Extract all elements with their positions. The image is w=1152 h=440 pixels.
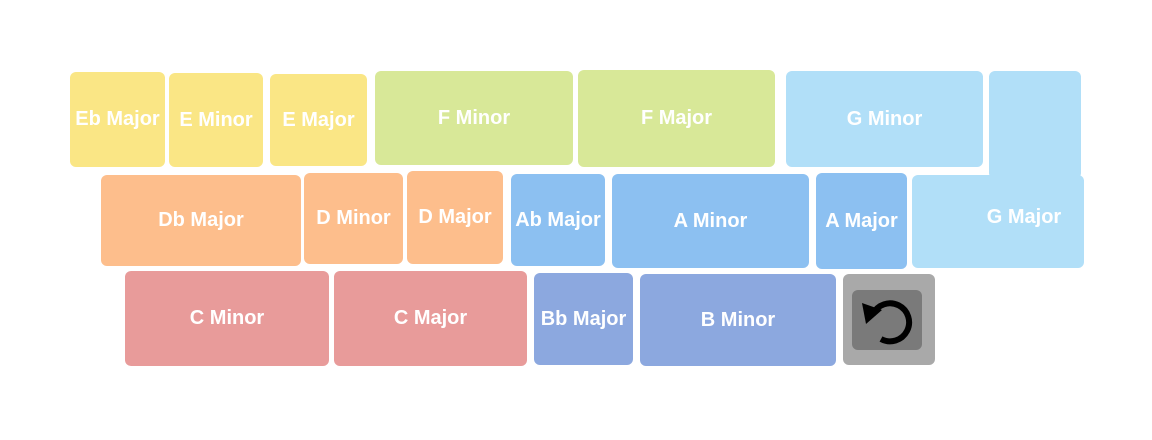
key-g-minor[interactable]: G Minor <box>786 71 983 167</box>
key-label: D Major <box>418 206 492 228</box>
key-d-minor[interactable]: D Minor <box>304 173 403 264</box>
key-c-major[interactable]: C Major <box>334 271 527 366</box>
key-b-minor[interactable]: B Minor <box>640 274 836 366</box>
undo-icon-tile <box>852 290 922 350</box>
key-label: Bb Major <box>540 307 627 330</box>
key-label: Db Major <box>158 209 244 231</box>
key-e-major[interactable]: E Major <box>270 74 367 166</box>
key-label: G Major <box>986 206 1062 228</box>
key-f-minor[interactable]: F Minor <box>375 71 573 165</box>
key-label: C Major <box>393 307 468 329</box>
key-a-minor[interactable]: A Minor <box>612 174 809 268</box>
key-label: F Minor <box>437 106 511 129</box>
key-label: C Minor <box>189 307 265 329</box>
undo-icon <box>862 300 913 345</box>
key-g-major[interactable]: G Major <box>912 175 1084 268</box>
key-c-minor[interactable]: C Minor <box>125 271 329 366</box>
key-label: E Minor <box>179 108 253 131</box>
key-label: A Major <box>825 209 898 232</box>
key-f-major[interactable]: F Major <box>578 70 775 167</box>
key-blank[interactable] <box>989 71 1081 179</box>
key-ab-major[interactable]: Ab Major <box>511 174 605 266</box>
key-eb-major[interactable]: Eb Major <box>70 72 165 167</box>
key-label: A Minor <box>673 209 748 232</box>
key-a-major[interactable]: A Major <box>816 173 907 269</box>
key-bb-major[interactable]: Bb Major <box>534 273 633 365</box>
key-d-major[interactable]: D Major <box>407 171 503 264</box>
key-db-major[interactable]: Db Major <box>101 175 301 266</box>
key-e-minor[interactable]: E Minor <box>169 73 263 167</box>
undo-button[interactable] <box>843 274 935 365</box>
key-label: G Minor <box>846 107 923 130</box>
key-label: B Minor <box>700 308 776 331</box>
key-label: Ab Major <box>515 208 601 231</box>
key-label: E Major <box>282 108 355 131</box>
key-label: D Minor <box>316 207 391 229</box>
key-label: Eb Major <box>75 108 160 130</box>
key-label: F Major <box>640 107 713 129</box>
